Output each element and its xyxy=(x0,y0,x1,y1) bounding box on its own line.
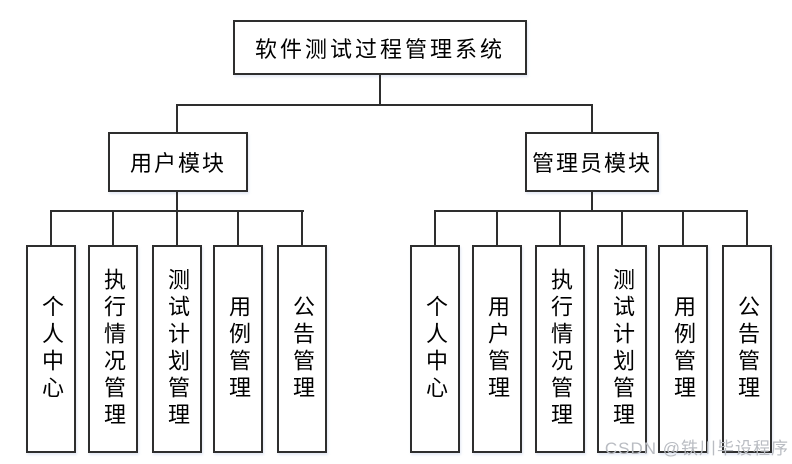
node-use-case-management-user: 用例管理 xyxy=(213,245,263,453)
node-label: 测试计划管理 xyxy=(165,268,190,430)
node-label: 用例管理 xyxy=(671,295,696,403)
connector-admin-module-drop xyxy=(591,192,593,212)
node-label: 公告管理 xyxy=(735,295,760,403)
node-user-management-admin: 用户管理 xyxy=(472,245,522,453)
connector-user-child-drop-4 xyxy=(237,210,239,245)
connector-user-child-drop-2 xyxy=(112,210,114,245)
node-admin-module: 管理员模块 xyxy=(525,132,659,192)
node-label: 个人中心 xyxy=(39,295,64,403)
connector-root-drop xyxy=(379,75,381,106)
connector-admin-child-drop-2 xyxy=(496,210,498,245)
connector-user-module-riser xyxy=(176,104,178,132)
node-label: 个人中心 xyxy=(423,295,448,403)
node-announcement-management-user: 公告管理 xyxy=(277,245,327,453)
connector-user-child-drop-3 xyxy=(176,210,178,245)
node-admin-module-label: 管理员模块 xyxy=(531,151,652,176)
connector-user-child-drop-5 xyxy=(301,210,303,245)
connector-admin-child-drop-5 xyxy=(682,210,684,245)
node-user-module-label: 用户模块 xyxy=(129,151,226,176)
connector-admin-rail xyxy=(434,210,748,212)
node-root-system: 软件测试过程管理系统 xyxy=(233,20,527,75)
node-label: 执行情况管理 xyxy=(548,268,573,430)
node-personal-center-admin: 个人中心 xyxy=(410,245,460,453)
node-personal-center-user: 个人中心 xyxy=(26,245,76,453)
node-execution-status-management-user: 执行情况管理 xyxy=(88,245,138,453)
connector-admin-module-riser xyxy=(591,104,593,132)
connector-admin-child-drop-6 xyxy=(746,210,748,245)
node-test-plan-management-user: 测试计划管理 xyxy=(152,245,202,453)
node-label: 公告管理 xyxy=(290,295,315,403)
connector-admin-child-drop-3 xyxy=(559,210,561,245)
csdn-watermark: CSDN @铁川毕设程序 xyxy=(604,439,789,458)
connector-user-child-drop-1 xyxy=(50,210,52,245)
node-label: 用例管理 xyxy=(226,295,251,403)
node-label: 执行情况管理 xyxy=(101,268,126,430)
node-root-label: 软件测试过程管理系统 xyxy=(254,36,505,62)
connector-admin-child-drop-4 xyxy=(621,210,623,245)
node-label: 用户管理 xyxy=(485,295,510,403)
connector-admin-child-drop-1 xyxy=(434,210,436,245)
node-execution-status-management-admin: 执行情况管理 xyxy=(535,245,585,453)
connector-user-module-drop xyxy=(176,192,178,212)
connector-top-rail xyxy=(176,104,593,106)
node-test-plan-management-admin: 测试计划管理 xyxy=(597,245,647,453)
node-label: 测试计划管理 xyxy=(610,268,635,430)
node-use-case-management-admin: 用例管理 xyxy=(658,245,708,453)
node-announcement-management-admin: 公告管理 xyxy=(722,245,772,453)
node-user-module: 用户模块 xyxy=(108,132,248,192)
